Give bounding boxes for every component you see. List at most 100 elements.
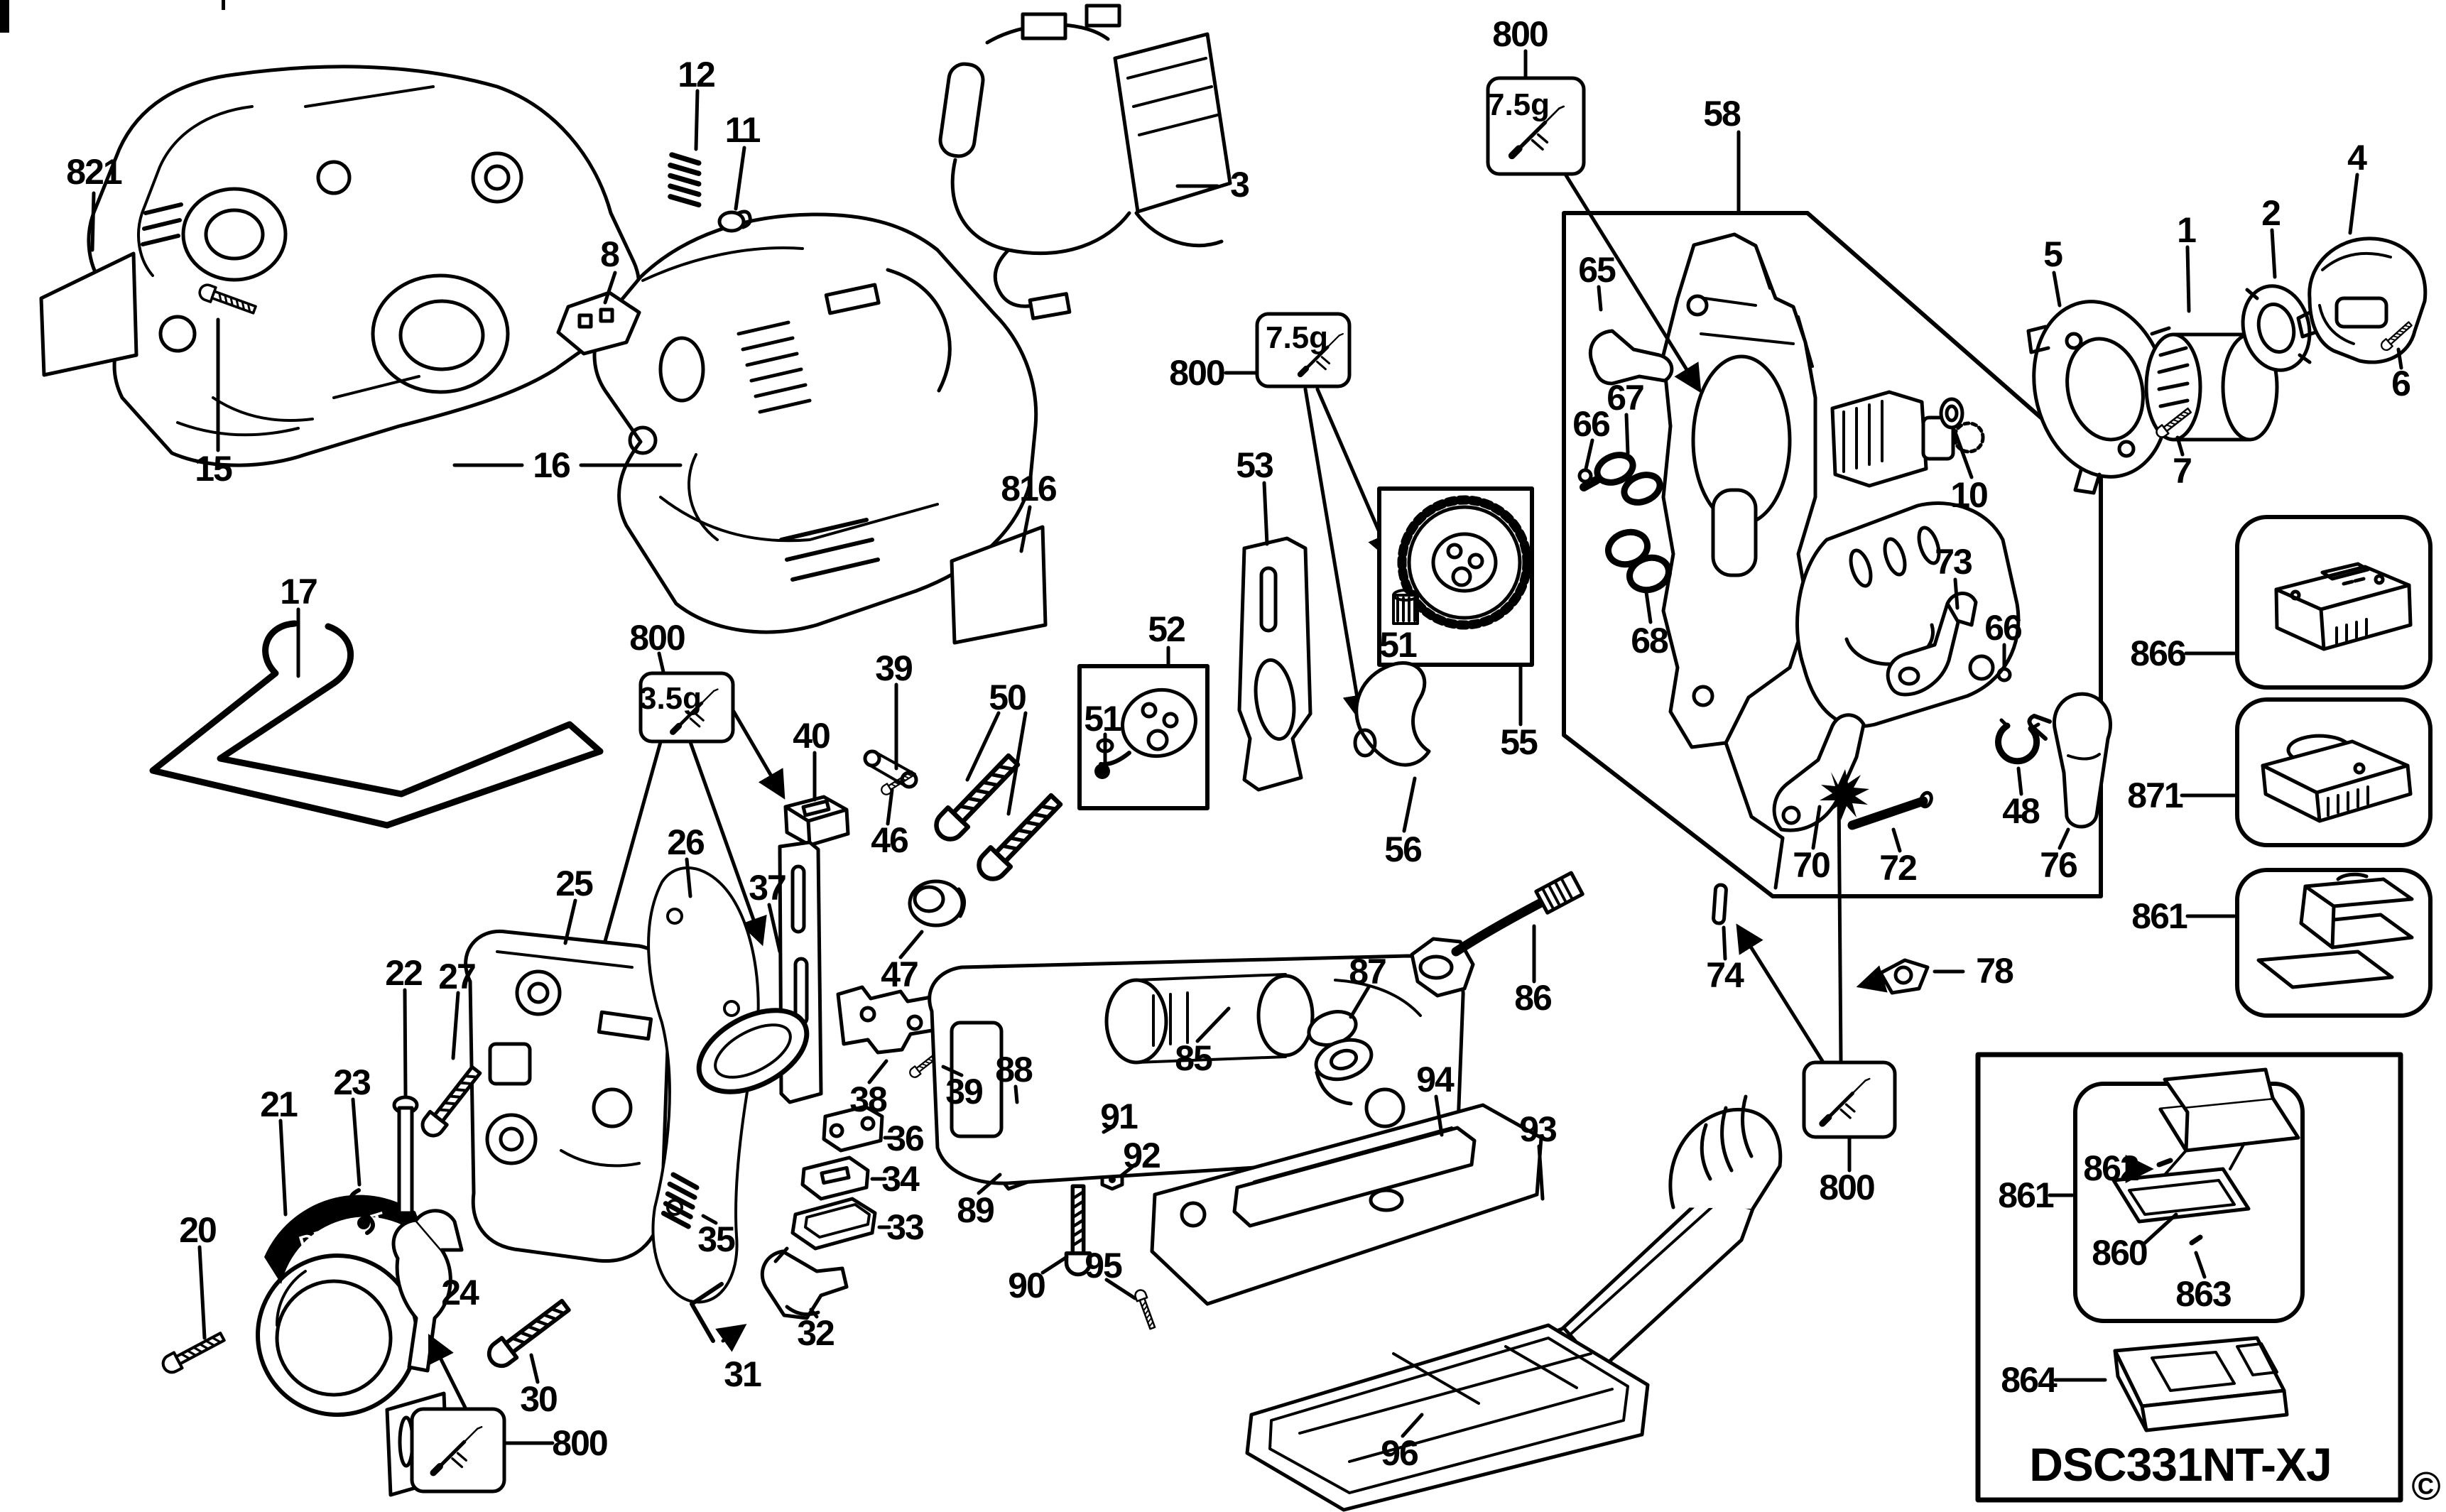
part-callout-21-49: 21 <box>260 1084 298 1124</box>
part-callout-76-36: 76 <box>2040 845 2078 885</box>
grease-amount-1: 7.5g <box>1265 320 1329 355</box>
part-callout-31-57: 31 <box>724 1354 762 1394</box>
part-callout-95-71: 95 <box>1085 1246 1123 1285</box>
latch-32-drawing <box>760 1246 849 1320</box>
copyright-mark: © <box>2411 1463 2441 1508</box>
clip-23-drawing <box>349 1188 375 1235</box>
part-callout-800-19: 800 <box>629 618 685 658</box>
part-callout-22-51: 22 <box>385 953 423 993</box>
part-callout-51-23: 51 <box>1379 625 1418 665</box>
knob-76-drawing <box>2027 692 2112 829</box>
lever-65-drawing <box>1588 329 1674 386</box>
part-callout-39-16: 39 <box>875 648 913 688</box>
pin-72-drawing <box>1847 790 1933 830</box>
part-callout-38-62: 38 <box>849 1079 888 1119</box>
wire-bail-17-drawing <box>149 620 604 829</box>
block-40-drawing <box>783 795 850 847</box>
part-callout-51-14: 51 <box>1084 699 1122 739</box>
shoe-plate-94-drawing <box>1150 1103 1543 1306</box>
screw-30-drawing <box>484 1295 573 1371</box>
part-callout-89-67: 89 <box>957 1190 995 1230</box>
seal-37-drawing <box>696 840 823 1104</box>
plate-33-drawing <box>790 1197 877 1251</box>
part-callout-35-56: 35 <box>697 1219 736 1259</box>
part-callout-66-27: 66 <box>1572 404 1611 444</box>
assembly-58-box <box>1562 211 2103 898</box>
part-callout-7-42: 7 <box>2173 451 2192 491</box>
part-callout-20-53: 20 <box>179 1210 217 1250</box>
part-callout-58-10: 58 <box>1703 94 1741 134</box>
part-callout-17-3: 17 <box>280 572 318 611</box>
part-callout-15-1: 15 <box>195 449 233 489</box>
part-callout-65-26: 65 <box>1578 250 1616 290</box>
part-callout-1-38: 1 <box>2177 210 2197 250</box>
part-callout-85-65: 85 <box>1175 1038 1213 1078</box>
ball-66b-drawing <box>1996 667 2012 682</box>
part-callout-72-34: 72 <box>1879 848 1918 888</box>
endframe-4-drawing <box>2296 236 2428 364</box>
part-callout-67-28: 67 <box>1607 378 1645 418</box>
part-callout-40-17: 40 <box>793 716 831 756</box>
screw-95-drawing <box>1133 1288 1159 1331</box>
part-callout-800-11: 800 <box>1169 353 1225 393</box>
crank-52-box <box>1077 664 1210 810</box>
part-callout-27-52: 27 <box>438 957 477 996</box>
part-callout-74-46: 74 <box>1706 955 1744 995</box>
wrench-86-drawing <box>1410 871 1585 998</box>
part-callout-863-81: 863 <box>2175 1274 2232 1314</box>
part-callout-800-9: 800 <box>1492 14 1548 54</box>
model-number-text: DSC331NT-XJ <box>2029 1438 2332 1491</box>
part-callout-33-59: 33 <box>886 1207 925 1247</box>
clamp-68-drawing <box>1605 528 1672 594</box>
part-callout-11-5: 11 <box>724 110 761 150</box>
block-36-drawing <box>822 1104 884 1153</box>
part-callout-66-32: 66 <box>1984 608 2023 648</box>
part-callout-87-76: 87 <box>1349 952 1387 991</box>
part-callout-821-0: 821 <box>66 152 122 192</box>
counterweight-56-drawing <box>1353 661 1431 767</box>
kitbox-861-box <box>2235 868 2433 1018</box>
part-callout-50-15: 50 <box>989 678 1027 717</box>
part-callout-2-39: 2 <box>2261 193 2281 233</box>
insulator-34-drawing <box>800 1155 870 1201</box>
clip-78-drawing <box>1856 958 1930 995</box>
part-callout-36-61: 36 <box>886 1119 925 1158</box>
part-callout-48-35: 48 <box>2002 791 2040 831</box>
part-callout-91-69: 91 <box>1100 1097 1138 1136</box>
part-callout-53-12: 53 <box>1236 445 1274 485</box>
leader-lines <box>90 49 2403 1438</box>
part-callout-30-55: 30 <box>520 1379 558 1419</box>
part-callout-860-80: 860 <box>2092 1233 2148 1273</box>
part-callout-866-43: 866 <box>2130 633 2186 673</box>
page-edge-marks <box>0 0 225 33</box>
part-callout-39-63: 39 <box>945 1072 984 1111</box>
gear-51-box <box>1377 486 1534 667</box>
gearcase-25-drawing <box>464 929 678 1263</box>
screw-50b-drawing <box>973 790 1065 885</box>
screw-20-drawing <box>160 1329 226 1375</box>
part-callout-70-33: 70 <box>1793 845 1831 885</box>
battery-866-box <box>2235 515 2433 690</box>
lever-73-drawing <box>1886 592 1978 697</box>
charger-871-box <box>2235 697 2433 847</box>
pin-22-drawing <box>392 1095 419 1215</box>
part-callout-861-45: 861 <box>2131 896 2187 936</box>
part-callout-862-78: 862 <box>2083 1148 2139 1188</box>
part-callout-4-40: 4 <box>2347 138 2367 178</box>
button-11-drawing <box>717 210 752 233</box>
label-sticker-816-drawing <box>950 525 1048 645</box>
label-sticker-821-drawing <box>39 251 138 377</box>
part-callout-871-44: 871 <box>2127 776 2183 815</box>
part-callout-3-7: 3 <box>1230 165 1250 205</box>
part-callout-861-79: 861 <box>1998 1175 2054 1215</box>
part-callout-800-48: 800 <box>1819 1168 1875 1207</box>
part-callout-816-8: 816 <box>1001 469 1057 508</box>
model-kit-box <box>1975 1052 2403 1503</box>
part-callout-32-58: 32 <box>797 1313 835 1353</box>
part-callout-12-4: 12 <box>678 55 716 94</box>
part-callout-864-82: 864 <box>2001 1360 2057 1400</box>
screw-50a-drawing <box>930 751 1023 845</box>
part-callout-96-74: 96 <box>1381 1433 1419 1473</box>
